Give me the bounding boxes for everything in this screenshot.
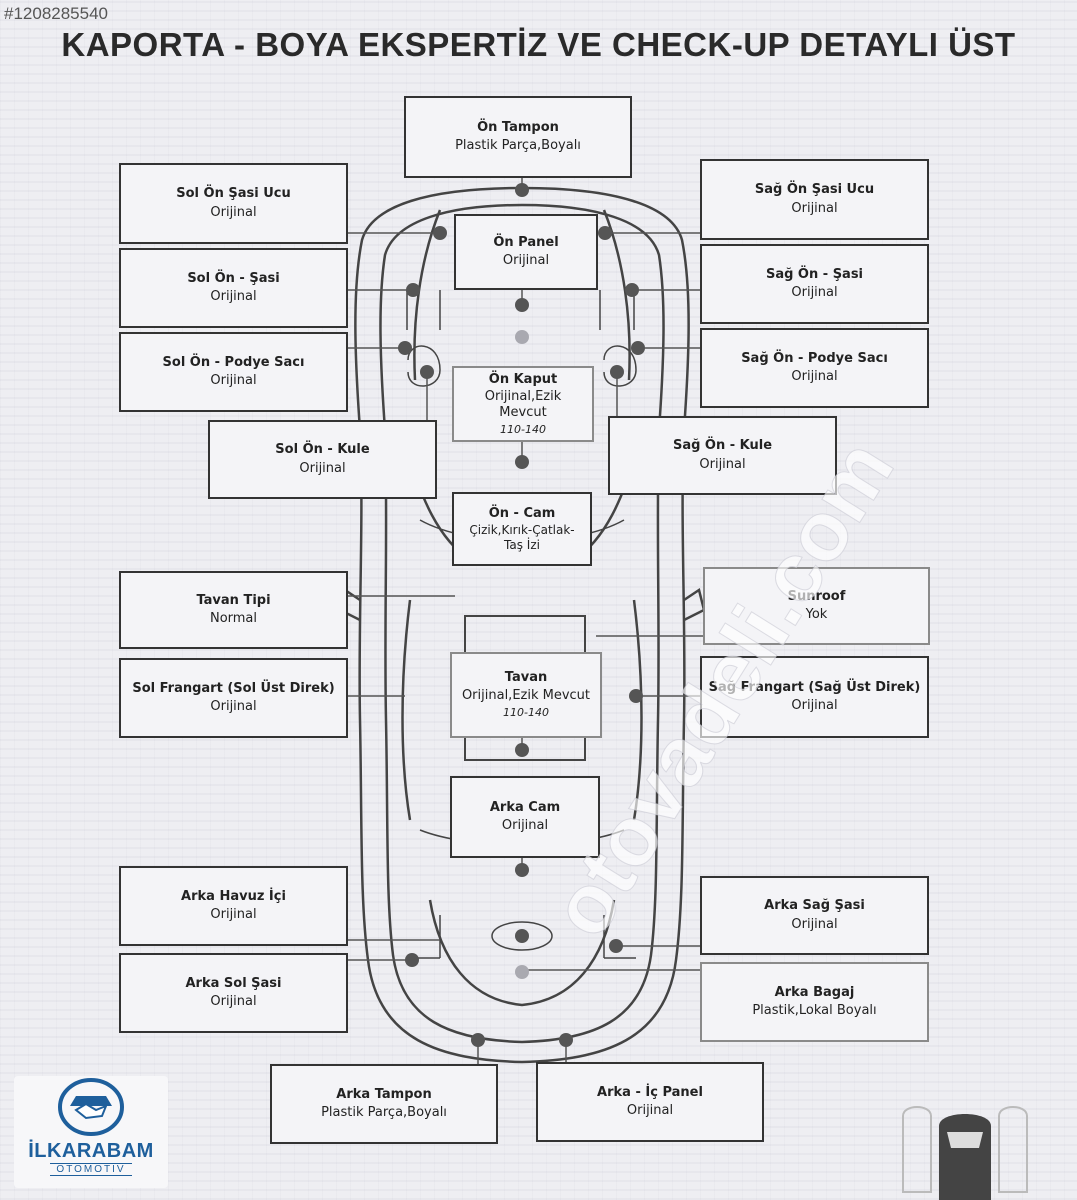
panel-sunroof: Sunroof Yok — [703, 567, 930, 645]
panel-tavan: Tavan Orijinal,Ezik Mevcut 110-140 — [450, 652, 602, 738]
panel-arka-tampon: Arka Tampon Plastik Parça,Boyalı — [270, 1064, 498, 1144]
panel-value: Orijinal — [791, 369, 838, 384]
panel-label: Tavan Tipi — [196, 592, 271, 608]
logo-sub: OTOMOTİV — [50, 1163, 132, 1176]
panel-value: Orijinal — [210, 994, 257, 1009]
panel-on-panel: Ön Panel Orijinal — [454, 214, 598, 290]
panel-value: Orijinal — [791, 916, 838, 932]
page-title: KAPORTA - BOYA EKSPERTİZ VE CHECK-UP DET… — [61, 26, 1016, 63]
logo-name: İLKARABAM — [28, 1140, 154, 1162]
panel-value: Orijinal — [699, 456, 746, 472]
panel-value: Plastik Parça,Boyalı — [321, 1105, 447, 1120]
panel-sol-on-sasi-ucu: Sol Ön Şasi Ucu Orijinal — [119, 163, 348, 244]
panel-label: Sol Ön Şasi Ucu — [176, 186, 291, 202]
panel-arka-bagaj: Arka Bagaj Plastik,Lokal Boyalı — [700, 962, 929, 1042]
panel-value: Orijinal — [791, 698, 838, 713]
company-logo: İLKARABAM OTOMOTİV — [14, 1076, 168, 1188]
panel-label: Ön Panel — [493, 234, 559, 250]
panel-value: Plastik,Lokal Boyalı — [752, 1003, 877, 1018]
panel-range: 110-140 — [500, 422, 546, 436]
panel-value: Yok — [805, 607, 828, 622]
panel-label: Sağ Ön - Kule — [672, 438, 773, 454]
panel-label: Arka Cam — [489, 799, 561, 815]
panel-label: Sağ Frangart (Sağ Üst Direk) — [708, 679, 921, 695]
panel-label: Arka Tampon — [336, 1086, 432, 1102]
panel-label: Arka Bagaj — [774, 984, 855, 1000]
panel-label: Sol Ön - Şasi — [187, 270, 280, 286]
panel-value: Orijinal,Ezik Mevcut — [484, 389, 562, 421]
panel-value: Plastik Parça,Boyalı — [455, 138, 581, 153]
panel-sag-frangart: Sağ Frangart (Sağ Üst Direk) Orijinal — [700, 656, 929, 738]
panel-sol-on-sasi: Sol Ön - Şasi Orijinal — [119, 248, 348, 328]
panel-arka-ic-panel: Arka - İç Panel Orijinal — [536, 1062, 764, 1142]
panel-on-kaput: Ön Kaput Orijinal,Ezik Mevcut 110-140 — [452, 366, 594, 442]
panel-sag-on-podye: Sağ Ön - Podye Sacı Orijinal — [700, 328, 929, 408]
stock-id: #1208285540 — [4, 4, 109, 23]
panel-value: Orijinal — [626, 1103, 674, 1118]
panel-arka-sol-sasi: Arka Sol Şasi Orijinal — [119, 953, 348, 1033]
handshake-car-icon — [58, 1078, 124, 1136]
panel-label: Arka - İç Panel — [597, 1084, 703, 1100]
panel-label: Arka Sağ Şasi — [764, 898, 865, 914]
panel-label: Tavan — [504, 670, 548, 686]
panel-tavan-tipi: Tavan Tipi Normal — [119, 571, 348, 649]
panel-value: Orijinal — [501, 818, 549, 833]
panel-label: Ön Kaput — [488, 371, 558, 387]
panel-arka-sag-sasi: Arka Sağ Şasi Orijinal — [700, 876, 929, 955]
panel-value: Çizik,Kırık-Çatlak-Taş İzi — [469, 523, 575, 553]
panel-on-cam: Ön - Cam Çizik,Kırık-Çatlak-Taş İzi — [452, 492, 592, 566]
panel-arka-havuz: Arka Havuz İçi Orijinal — [119, 866, 348, 946]
panel-value: Orijinal — [210, 289, 257, 304]
panel-sag-on-sasi: Sağ Ön - Şasi Orijinal — [700, 244, 929, 324]
panel-sol-frangart: Sol Frangart (Sol Üst Direk) Orijinal — [119, 658, 348, 738]
panel-value: Orijinal — [791, 285, 838, 300]
panel-label: Sağ Ön Şasi Ucu — [754, 182, 875, 198]
panel-sol-on-kule: Sol Ön - Kule Orijinal — [208, 420, 437, 499]
panel-sag-on-kule: Sağ Ön - Kule Orijinal — [608, 416, 837, 495]
panel-label: Arka Havuz İçi — [181, 888, 286, 904]
panel-value: Orijinal — [791, 200, 838, 216]
panel-label: Arka Sol Şasi — [185, 975, 282, 991]
panel-value: Orijinal — [210, 907, 257, 922]
panel-value: Orijinal — [210, 373, 257, 388]
panel-range: 110-140 — [503, 706, 549, 720]
panel-value: Normal — [209, 611, 258, 626]
panel-label: Ön Tampon — [477, 119, 559, 135]
panel-on-tampon: Ön Tampon Plastik Parça,Boyalı — [404, 96, 632, 178]
panel-arka-cam: Arka Cam Orijinal — [450, 776, 600, 858]
panel-label: Sağ Ön - Şasi — [765, 266, 864, 282]
panel-label: Sol Ön - Kule — [275, 442, 370, 458]
panel-sag-on-sasi-ucu: Sağ Ön Şasi Ucu Orijinal — [700, 159, 929, 240]
panel-label: Sağ Ön - Podye Sacı — [741, 350, 888, 366]
panel-value: Orijinal — [502, 253, 550, 268]
panel-value: Orijinal,Ezik Mevcut — [461, 688, 591, 704]
panel-value: Orijinal — [299, 460, 346, 476]
panel-label: Ön - Cam — [488, 505, 556, 521]
panel-sol-on-podye: Sol Ön - Podye Sacı Orijinal — [119, 332, 348, 412]
panel-value: Orijinal — [210, 204, 257, 220]
car-views-icon — [902, 1106, 1028, 1200]
panel-label: Sol Frangart (Sol Üst Direk) — [132, 680, 335, 696]
panel-label: Sol Ön - Podye Sacı — [162, 354, 305, 370]
panel-label: Sunroof — [787, 588, 846, 604]
panel-value: Orijinal — [210, 699, 257, 714]
